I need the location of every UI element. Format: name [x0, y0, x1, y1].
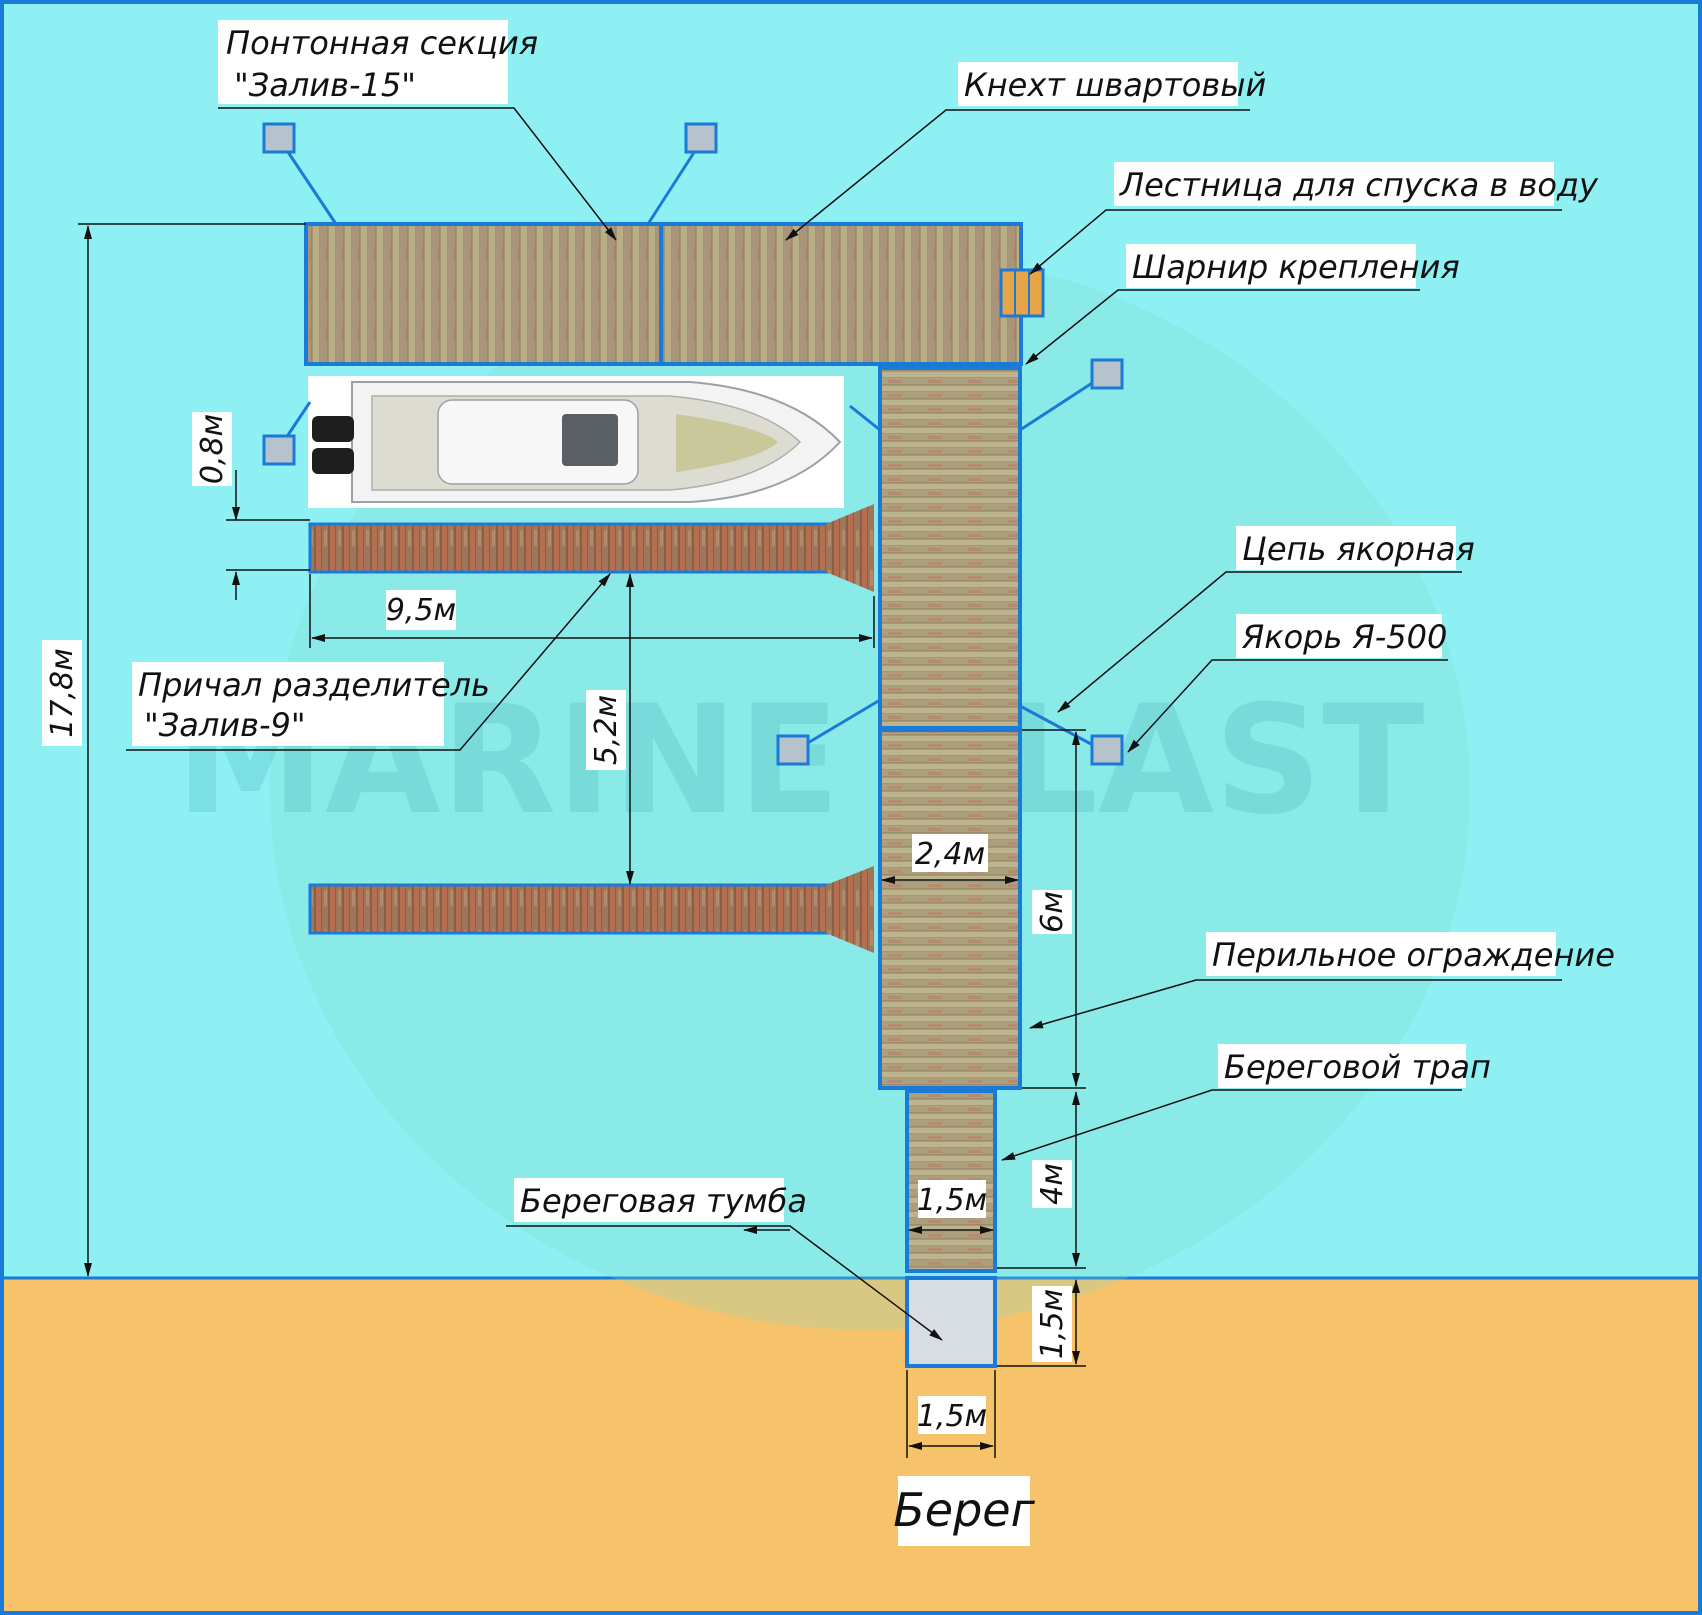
leader-lines	[126, 107, 1562, 1341]
dim-post-length-text: 1,5м	[1035, 1289, 1070, 1359]
label-shore-gangway: Береговой трап	[1218, 1044, 1491, 1088]
dim-pier-spacing: 5,2м	[586, 690, 626, 770]
shore-label: Берег	[893, 1483, 1035, 1537]
anchor-chain-label: Цепь якорная	[1242, 530, 1475, 568]
anchor-icon	[262, 122, 296, 154]
anchor-icon	[776, 734, 810, 766]
anchor-label: Якорь Я-500	[1241, 618, 1447, 656]
label-pontoon-section: Понтонная секция "Залив-15"	[218, 20, 538, 104]
dim-main-width: 2,4м	[912, 834, 988, 872]
dim-post-width-text: 1,5м	[917, 1399, 987, 1434]
dim-gap-boat: 0,8м	[192, 412, 232, 486]
anchor-icon	[1090, 358, 1124, 390]
label-water-ladder: Лестница для спуска в воду	[1114, 162, 1599, 206]
mooring-cleat-label: Кнехт швартовый	[964, 66, 1266, 104]
dim-section-length: 6м	[1032, 890, 1072, 934]
dim-post-width: 1,5м	[917, 1396, 987, 1434]
anchor-icon	[684, 122, 718, 154]
dim-gangway-length-text: 4м	[1035, 1163, 1070, 1205]
dim-section-length-text: 6м	[1035, 891, 1070, 933]
main-walkway-section-1	[878, 366, 1022, 730]
pontoon-section-left	[304, 222, 663, 366]
dim-pier-length-text: 9,5м	[386, 593, 456, 628]
label-shore-post: Береговая тумба	[514, 1178, 807, 1222]
dimension-lines	[78, 223, 1086, 1458]
dim-gangway-width: 1,5м	[917, 1180, 987, 1218]
label-anchor: Якорь Я-500	[1236, 614, 1447, 658]
dim-main-width-text: 2,4м	[915, 837, 985, 872]
ladder-icon	[999, 268, 1045, 318]
anchor-icons	[262, 122, 1124, 766]
shore-post-label: Береговая тумба	[520, 1182, 807, 1220]
shore-area	[0, 1278, 1702, 1615]
dim-post-length: 1,5м	[1032, 1286, 1072, 1362]
divider-pier-label-1: Причал разделитель	[138, 666, 490, 704]
dim-gap-boat-text: 0,8м	[195, 414, 230, 484]
label-railing: Перильное ограждение	[1206, 932, 1615, 976]
hinge-label: Шарнир крепления	[1132, 248, 1460, 286]
water-ladder-label: Лестница для спуска в воду	[1119, 166, 1599, 204]
dim-total-length: 17,8м	[42, 640, 82, 746]
label-anchor-chain: Цепь якорная	[1236, 526, 1475, 570]
boat	[308, 376, 844, 508]
pontoon-section-label-1: Понтонная секция	[226, 24, 538, 62]
anchor-icon	[262, 434, 296, 466]
divider-pier-label-2: "Залив-9"	[144, 706, 306, 744]
label-mooring-cleat: Кнехт швартовый	[958, 62, 1266, 106]
dim-total-length-text: 17,8м	[45, 648, 80, 737]
dim-gangway-width-text: 1,5м	[917, 1183, 987, 1218]
anchor-icon	[1090, 734, 1124, 766]
label-divider-pier: Причал разделитель "Залив-9"	[132, 662, 490, 746]
divider-pier-lower	[308, 883, 830, 935]
divider-pier-upper-triangle	[826, 504, 874, 592]
divider-pier-lower-triangle	[826, 866, 874, 953]
pontoon-section-label-2: "Залив-15"	[234, 66, 416, 104]
main-walkway-section-2	[878, 728, 1022, 1090]
railing-label: Перильное ограждение	[1212, 936, 1615, 974]
dim-pier-length: 9,5м	[386, 590, 456, 630]
shore-gangway-label: Береговой трап	[1224, 1048, 1491, 1086]
watermark-circle	[270, 250, 1470, 1330]
shore-post	[905, 1276, 997, 1368]
dim-pier-spacing-text: 5,2м	[589, 695, 624, 765]
label-shore: Берег	[893, 1476, 1036, 1546]
pontoon-section-right	[659, 222, 1023, 366]
divider-pier-upper	[308, 522, 830, 574]
label-hinge: Шарнир крепления	[1126, 244, 1460, 288]
dim-gangway-length: 4м	[1032, 1160, 1072, 1208]
